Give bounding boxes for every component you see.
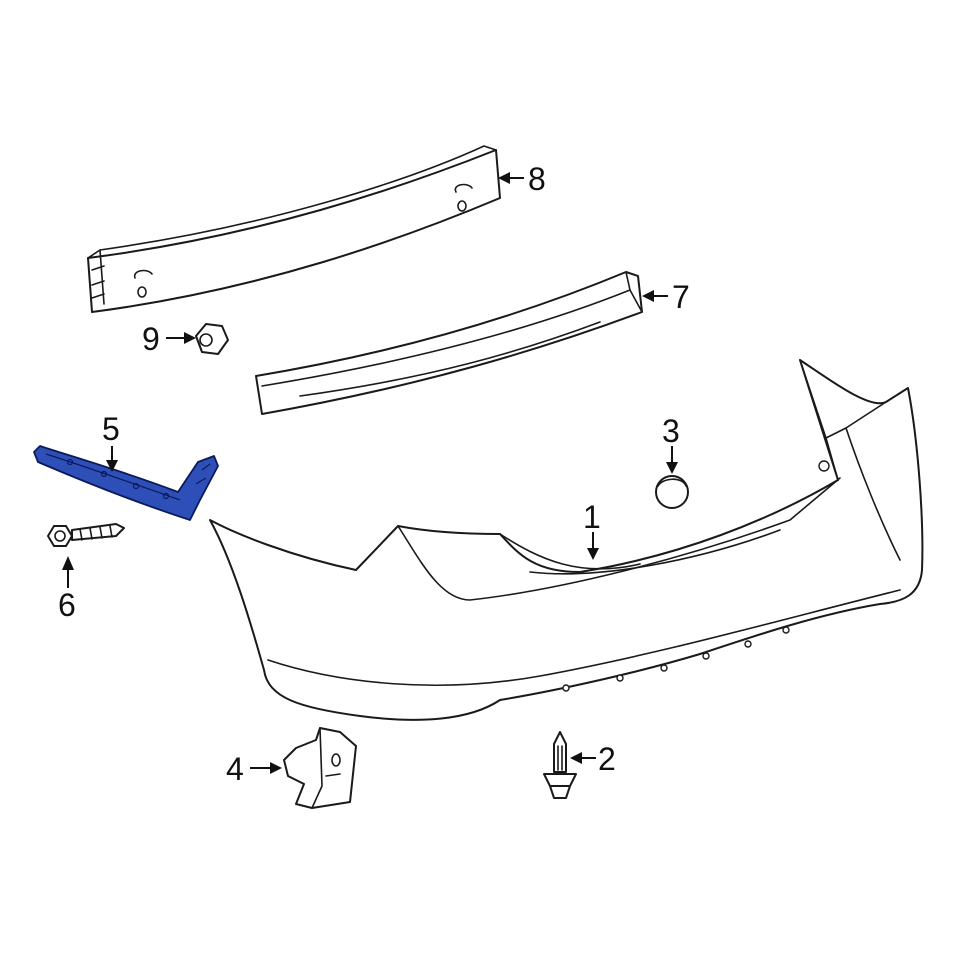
part-6-screw[interactable] <box>47 523 125 547</box>
callout-4: 4 <box>226 751 282 787</box>
callout-3: 3 <box>662 413 680 474</box>
callout-5: 5 <box>102 411 120 472</box>
callout-1: 1 <box>583 499 601 560</box>
callout-number-5: 5 <box>102 411 120 447</box>
callout-number-2: 2 <box>598 741 616 777</box>
callout-number-8: 8 <box>528 161 546 197</box>
callout-number-1: 1 <box>583 499 601 535</box>
callout-8: 8 <box>498 161 546 197</box>
callout-number-6: 6 <box>58 587 76 623</box>
callout-number-3: 3 <box>662 413 680 449</box>
callout-number-9: 9 <box>142 321 160 357</box>
part-5-retainer-bracket[interactable] <box>33 445 219 521</box>
part-8-reinforcement-beam[interactable] <box>87 145 501 313</box>
part-7-energy-absorber[interactable] <box>255 271 643 415</box>
part-2-push-clip[interactable] <box>543 731 577 799</box>
part-4-side-bracket[interactable] <box>283 727 357 809</box>
part-1-bumper-cover[interactable] <box>209 359 924 721</box>
callout-9: 9 <box>142 321 196 357</box>
part-9-nut[interactable] <box>195 323 229 355</box>
callout-6: 6 <box>58 556 76 623</box>
part-3-cover-cap[interactable] <box>655 475 689 509</box>
callout-number-7: 7 <box>672 279 690 315</box>
callout-2: 2 <box>570 741 616 777</box>
callout-7: 7 <box>642 279 690 315</box>
callout-number-4: 4 <box>226 751 244 787</box>
